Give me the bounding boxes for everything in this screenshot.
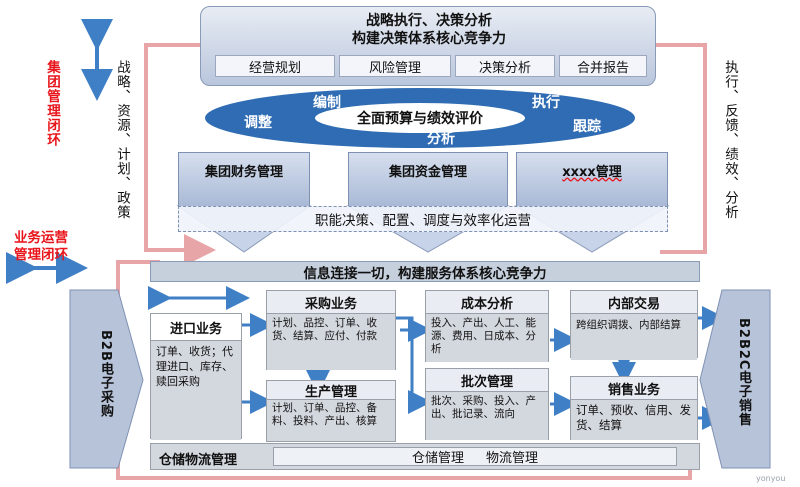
warehouse-module[interactable]: 仓储物流管理 仓储管理 物流管理 [150, 443, 700, 470]
import-detail: 订单、收货；代理进口、库存、赎回采购 [151, 341, 241, 440]
left-loop-line [144, 43, 216, 266]
warehouse-inner-bar: 仓储管理 物流管理 [273, 447, 677, 466]
group-finance-box[interactable]: 集团财务管理 [178, 152, 310, 207]
cycle-word-execute: 执行 [532, 95, 560, 111]
purchase-detail: 计划、品控、订单、收货、结算、应付、付款 [267, 314, 395, 370]
ops-loop-label-2: 管理闭环 [14, 247, 68, 263]
pill-risk-management[interactable]: 风险管理 [339, 55, 451, 77]
group-mgmt-loop-label: 集团管理闭环 [44, 60, 60, 147]
right-loop-line [655, 43, 707, 254]
cycle-word-compile: 编制 [313, 95, 341, 111]
purchase-title: 采购业务 [267, 291, 395, 314]
group-fund-box[interactable]: 集团资金管理 [348, 152, 508, 207]
cost-title: 成本分析 [426, 291, 548, 314]
right-vertical-text: 执行、反馈、绩效、分析 [722, 60, 738, 220]
cycle-center-label: 全面预算与绩效评价 [357, 111, 483, 127]
ops-loop-label-1: 业务运营 [14, 230, 68, 246]
internal-trade-module[interactable]: 内部交易 跨组织调拨、内部结算 [570, 290, 698, 360]
info-bar: 信息连接一切，构建服务体系核心竞争力 [150, 261, 700, 282]
import-title: 进口业务 [151, 314, 241, 341]
warehouse-item-logistics[interactable]: 物流管理 [486, 451, 539, 466]
production-module[interactable]: 生产管理 计划、订单、品控、备料、投料、产出、核算 [266, 380, 396, 442]
production-detail: 计划、订单、品控、备料、投料、产出、核算 [267, 400, 395, 441]
import-module[interactable]: 进口业务 订单、收货；代理进口、库存、赎回采购 [150, 313, 242, 440]
b2b-label[interactable]: B2B电子采购 [98, 330, 113, 418]
internal-detail: 跨组织调拨、内部结算 [571, 314, 697, 360]
strategy-title-2: 构建决策体系核心竞争力 [352, 31, 506, 47]
cost-detail: 投入、产出、人工、能源、费用、日成本、分析 [426, 314, 548, 362]
internal-title: 内部交易 [571, 291, 697, 314]
sales-module[interactable]: 销售业务 订单、预收、信用、发货、结算 [570, 376, 698, 440]
pill-business-plan[interactable]: 经营规划 [215, 55, 335, 77]
pill-consolidated-report[interactable]: 合并报告 [559, 55, 647, 77]
sales-title: 销售业务 [571, 377, 697, 400]
pill-decision-analysis[interactable]: 决策分析 [455, 55, 555, 77]
warehouse-item-storage[interactable]: 仓储管理 [411, 451, 464, 466]
purchase-module[interactable]: 采购业务 计划、品控、订单、收货、结算、应付、付款 [266, 290, 396, 370]
cycle-word-track: 跟踪 [573, 119, 601, 135]
warehouse-title: 仓储物流管理 [159, 453, 238, 468]
xxxx-mgmt-box[interactable]: xxxx管理 [516, 152, 668, 207]
strategy-title-1: 战略执行、决策分析 [366, 13, 492, 29]
batch-detail: 批次、采购、投入、产出、批记录、流向 [426, 392, 548, 440]
functional-ops-bar: 职能决策、配置、调度与效率化运营 [178, 206, 668, 232]
batch-module[interactable]: 批次管理 批次、采购、投入、产出、批记录、流向 [425, 368, 549, 440]
left-vertical-text: 战略、资源、计划、政策 [114, 60, 130, 220]
strategy-panel: 战略执行、决策分析 构建决策体系核心竞争力 经营规划 风险管理 决策分析 合并报… [200, 6, 656, 86]
production-title: 生产管理 [267, 381, 395, 400]
b2b-arrow-shape [69, 289, 144, 469]
cycle-word-analyze: 分析 [427, 131, 455, 147]
cost-module[interactable]: 成本分析 投入、产出、人工、能源、费用、日成本、分析 [425, 290, 549, 362]
b2b2c-label[interactable]: B2B2C电子销售 [736, 318, 751, 427]
batch-title: 批次管理 [426, 369, 548, 392]
sales-detail: 订单、预收、信用、发货、结算 [571, 400, 697, 440]
cycle-word-adjust: 调整 [244, 115, 272, 131]
b2b2c-arrow-shape [699, 289, 771, 469]
watermark: yonyou [756, 474, 786, 483]
